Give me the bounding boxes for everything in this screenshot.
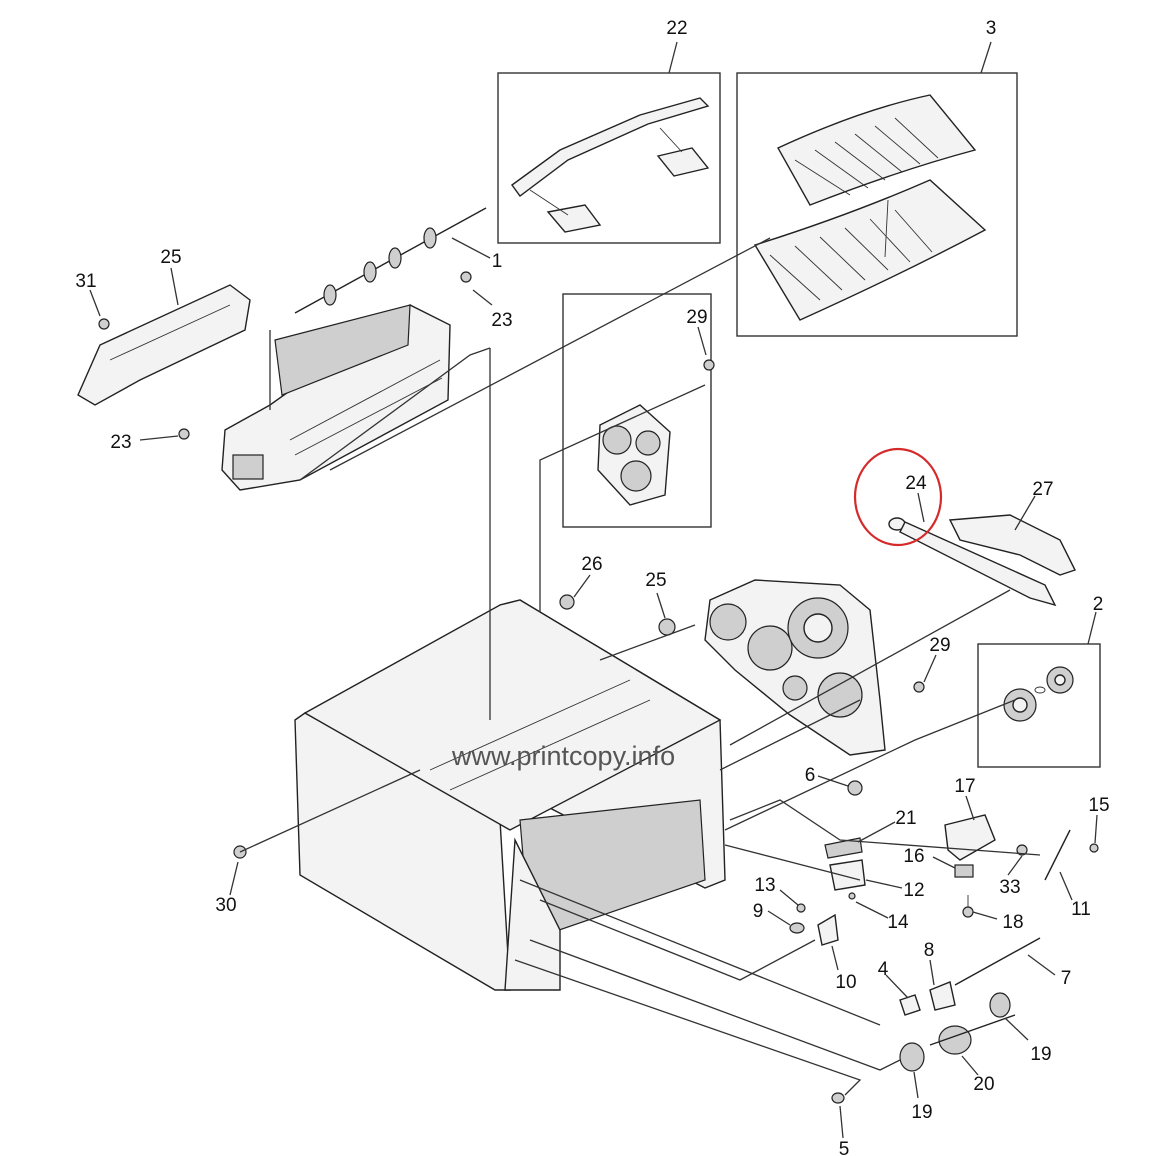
callout-22: 22 (666, 18, 687, 39)
callout-30: 30 (215, 895, 236, 916)
callout-23-left: 23 (110, 432, 131, 453)
callout-27: 27 (1032, 479, 1053, 500)
callout-26: 26 (581, 554, 602, 575)
highlight-circle-24 (853, 447, 943, 547)
callout-1: 1 (492, 251, 503, 272)
detail-box-3 (736, 72, 1018, 337)
callout-29-top: 29 (686, 307, 707, 328)
callout-5: 5 (839, 1139, 850, 1156)
callout-33: 33 (999, 877, 1020, 898)
fuser-assembly (221, 304, 451, 491)
watermark-text: www.printcopy.info (451, 741, 675, 771)
callout-11: 11 (1071, 899, 1091, 920)
gear-drive-assembly (704, 579, 886, 756)
callout-25-mid: 25 (645, 570, 666, 591)
callout-6: 6 (805, 765, 816, 786)
callout-4: 4 (878, 959, 889, 980)
callout-7: 7 (1061, 968, 1072, 989)
bracket-25-left (77, 284, 251, 406)
callout-13: 13 (754, 875, 775, 896)
callout-labels: 22 3 1 25 31 23 23 29 24 27 26 25 2 29 6… (75, 18, 1109, 1156)
callout-14: 14 (887, 912, 909, 933)
small-screws (98, 271, 925, 859)
callout-20: 20 (973, 1074, 994, 1095)
callout-10: 10 (835, 972, 856, 993)
small-parts-lower-right (789, 780, 1099, 1104)
main-frame (294, 599, 726, 991)
callout-18: 18 (1002, 912, 1023, 933)
callout-25-top: 25 (160, 247, 181, 268)
callout-3: 3 (986, 18, 997, 39)
callout-12: 12 (903, 880, 924, 901)
callout-8: 8 (924, 940, 935, 961)
roller-1 (294, 207, 487, 314)
callout-24: 24 (905, 473, 927, 494)
callout-15: 15 (1088, 795, 1109, 816)
callout-17: 17 (954, 776, 975, 797)
callout-21: 21 (895, 808, 916, 829)
callout-16: 16 (903, 846, 924, 867)
callout-19-bottom: 19 (911, 1102, 932, 1123)
callout-31: 31 (75, 271, 96, 292)
callout-23-right: 23 (491, 310, 512, 331)
detail-box-2 (977, 643, 1101, 768)
callout-9: 9 (753, 901, 764, 922)
callout-29-mid: 29 (929, 635, 950, 656)
detail-box-22 (497, 72, 721, 244)
leader-lines (89, 41, 1098, 1139)
callout-2: 2 (1093, 594, 1104, 615)
part-24-27 (888, 514, 1076, 607)
callout-19-right: 19 (1030, 1044, 1051, 1065)
detail-box-gears (562, 293, 712, 528)
